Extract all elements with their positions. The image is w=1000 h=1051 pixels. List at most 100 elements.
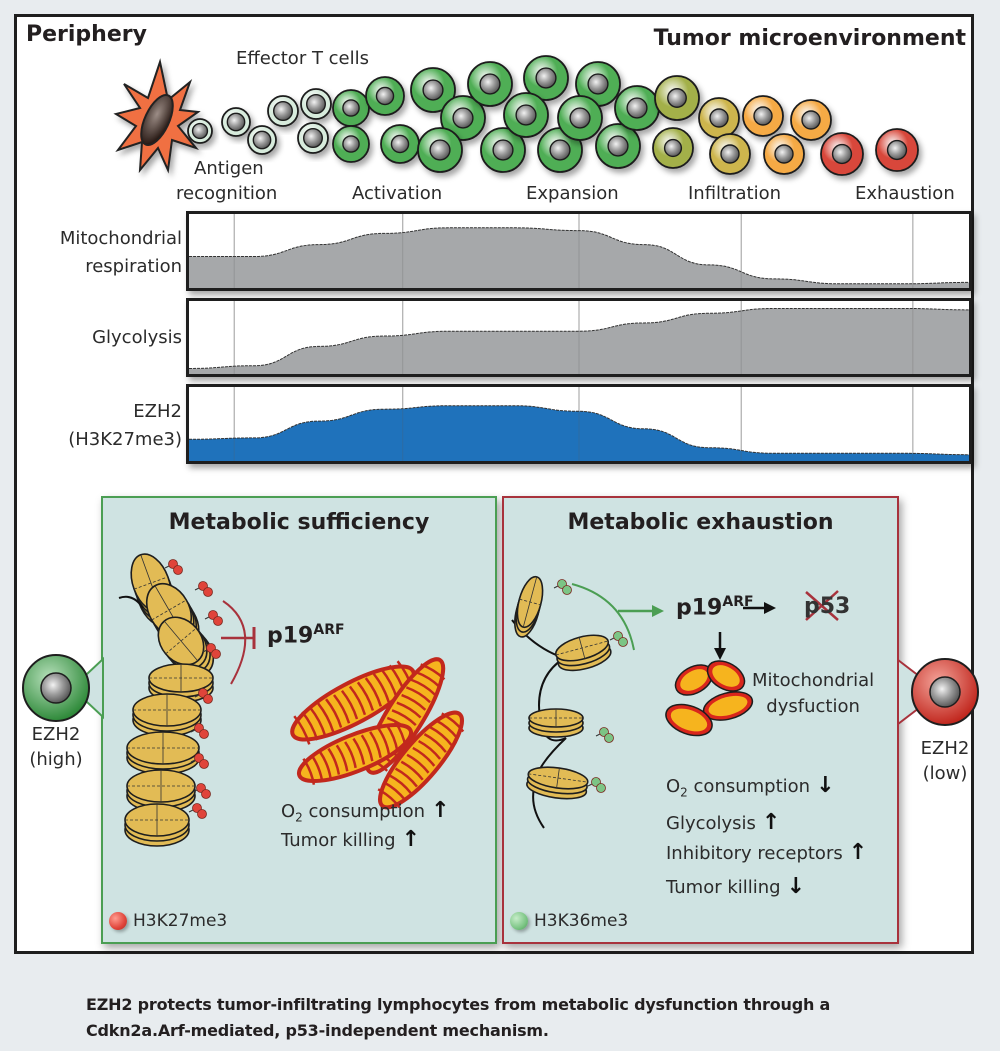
- h3k36me3-legend-label: H3K36me3: [534, 911, 629, 931]
- effect-inhibitory-receptors: Inhibitory receptors↑: [666, 838, 867, 868]
- ezh2-high-label: EZH2 (high): [28, 722, 84, 772]
- t-cell-icon: [332, 125, 370, 163]
- exhaustion-effects-list: O2 consumption↓ Glycolysis↑ Inhibitory r…: [666, 771, 867, 902]
- histone-mark-icon: [609, 631, 628, 647]
- sufficiency-title: Metabolic sufficiency: [168, 510, 430, 535]
- mito-label-line2: dysfuction: [766, 696, 860, 717]
- nucleosome-icon: [124, 803, 190, 847]
- effect-glycolysis: Glycolysis↑: [666, 808, 867, 838]
- t-cell-icon: [614, 85, 660, 131]
- t-cell-icon: [247, 125, 277, 155]
- t-cell-icon: [417, 127, 463, 173]
- t-cell-icon: [467, 61, 513, 107]
- figure-caption: EZH2 protects tumor-infiltrating lymphoc…: [86, 992, 830, 1044]
- profile-area: [189, 227, 969, 288]
- p19arf-gene-label: p19ARF: [676, 594, 754, 620]
- profile-curve: [189, 307, 969, 369]
- t-cell-icon: [575, 61, 621, 107]
- sufficiency-illustration: [118, 553, 465, 847]
- ezh2-low-label: EZH2 (low): [914, 736, 976, 786]
- nucleosome-icon: [157, 616, 215, 677]
- down-arrow-icon: ↓: [786, 873, 806, 899]
- stage-antigen-recognition: recognition: [176, 183, 278, 204]
- t-cell-icon: [410, 67, 456, 113]
- t-cell-icon: [380, 124, 420, 164]
- effect-subscript: 2: [295, 810, 303, 825]
- stage-antigen-line1: Antigen: [194, 158, 264, 179]
- gene-name: p19: [267, 623, 314, 649]
- stage-infiltration: Infiltration: [688, 183, 782, 204]
- nucleosome-open-chromatin-icon: [511, 575, 628, 829]
- up-arrow-icon: ↑: [431, 798, 450, 823]
- t-cell-icon: [300, 88, 332, 120]
- caption-line2: Cdkn2a.Arf-mediated, p53-independent mec…: [86, 1021, 549, 1040]
- t-cell-icon: [267, 95, 299, 127]
- t-cell-icon: [820, 132, 864, 176]
- effect-text: Tumor killing: [281, 830, 396, 851]
- p19arf-gene-label: p19ARF: [267, 622, 345, 648]
- histone-mark-icon: [194, 688, 213, 704]
- histone-mark-icon: [202, 643, 221, 659]
- histone-mark-icon: [188, 803, 207, 819]
- t-cell-icon: [523, 55, 569, 101]
- periphery-title: Periphery: [26, 22, 147, 47]
- effect-tumor-killing: Tumor killing↑: [281, 825, 420, 855]
- histone-mark-icon: [190, 723, 209, 739]
- nucleosome-icon: [554, 634, 612, 672]
- histone-mark-icon: [587, 777, 606, 793]
- t-cell-icon: [480, 127, 526, 173]
- t-cell-icon: [652, 127, 694, 169]
- gene-name: p19: [676, 595, 723, 621]
- up-arrow-icon: ↑: [401, 827, 421, 852]
- t-cell-icon: [875, 128, 919, 172]
- mitochondrion-icon: [706, 660, 746, 692]
- profile-label-glycolysis: Glycolysis: [92, 324, 182, 352]
- profile-curve: [189, 227, 969, 285]
- ezh2-panel: [186, 384, 972, 464]
- t-cell-icon: [763, 133, 805, 175]
- t-cell-icon: [557, 95, 603, 141]
- h3k36me3-legend-icon: [510, 912, 528, 930]
- profile-label-line2: (H3K27me3): [68, 429, 182, 450]
- nucleosome-icon: [514, 575, 544, 638]
- dendritic-cell-icon: [113, 58, 201, 174]
- nucleosome-stack-condensed-icon: [118, 553, 223, 847]
- stage-expansion: Expansion: [526, 183, 619, 204]
- effect-tumor-killing: Tumor killing↓: [666, 872, 867, 902]
- effector-t-cells-label: Effector T cells: [236, 48, 370, 69]
- gene-superscript: ARF: [722, 594, 754, 610]
- activation-arc: [571, 583, 635, 651]
- healthy-mitochondria-icon: [290, 657, 465, 810]
- histone-mark-icon: [204, 610, 223, 626]
- t-cell-icon: [698, 97, 740, 139]
- profile-label-line1: Mitochondrial: [59, 228, 182, 249]
- nucleosome-icon: [528, 708, 584, 738]
- t-cell-icon: [332, 89, 370, 127]
- t-cell-icon: [187, 118, 213, 144]
- ezh2-high-cell-icon: [22, 654, 90, 722]
- mitochondrion-icon: [296, 720, 414, 785]
- effect-text: O: [281, 801, 296, 822]
- t-cell-progression: [113, 55, 919, 176]
- t-cell-icon: [742, 95, 784, 137]
- p53-strike-icon: [805, 590, 839, 621]
- t-cell-icon: [790, 99, 832, 141]
- profile-label-line1: EZH2: [133, 401, 182, 422]
- caption-line1: EZH2 protects tumor-infiltrating lymphoc…: [86, 995, 831, 1014]
- profile-curve: [189, 405, 969, 456]
- t-cell-icon: [654, 75, 700, 121]
- t-cell-icon: [440, 95, 486, 141]
- histone-mark-icon: [190, 753, 209, 769]
- h3k27me3-legend-label: H3K27me3: [133, 911, 228, 931]
- ezh2-side-cells: [22, 654, 979, 727]
- inhibition-arc: [222, 600, 247, 685]
- exhaustion-title: Metabolic exhaustion: [567, 510, 834, 535]
- histone-mark-icon: [595, 727, 614, 743]
- histone-mark-icon: [164, 559, 183, 575]
- histone-mark-icon: [194, 581, 213, 597]
- nucleosome-icon: [126, 769, 196, 813]
- tumor-microenvironment-title: Tumor microenvironment: [653, 26, 966, 51]
- down-arrow-icon: ↓: [816, 773, 835, 798]
- effect-o2-consumption: O2 consumption↓: [666, 771, 867, 808]
- nucleosome-icon: [126, 731, 200, 775]
